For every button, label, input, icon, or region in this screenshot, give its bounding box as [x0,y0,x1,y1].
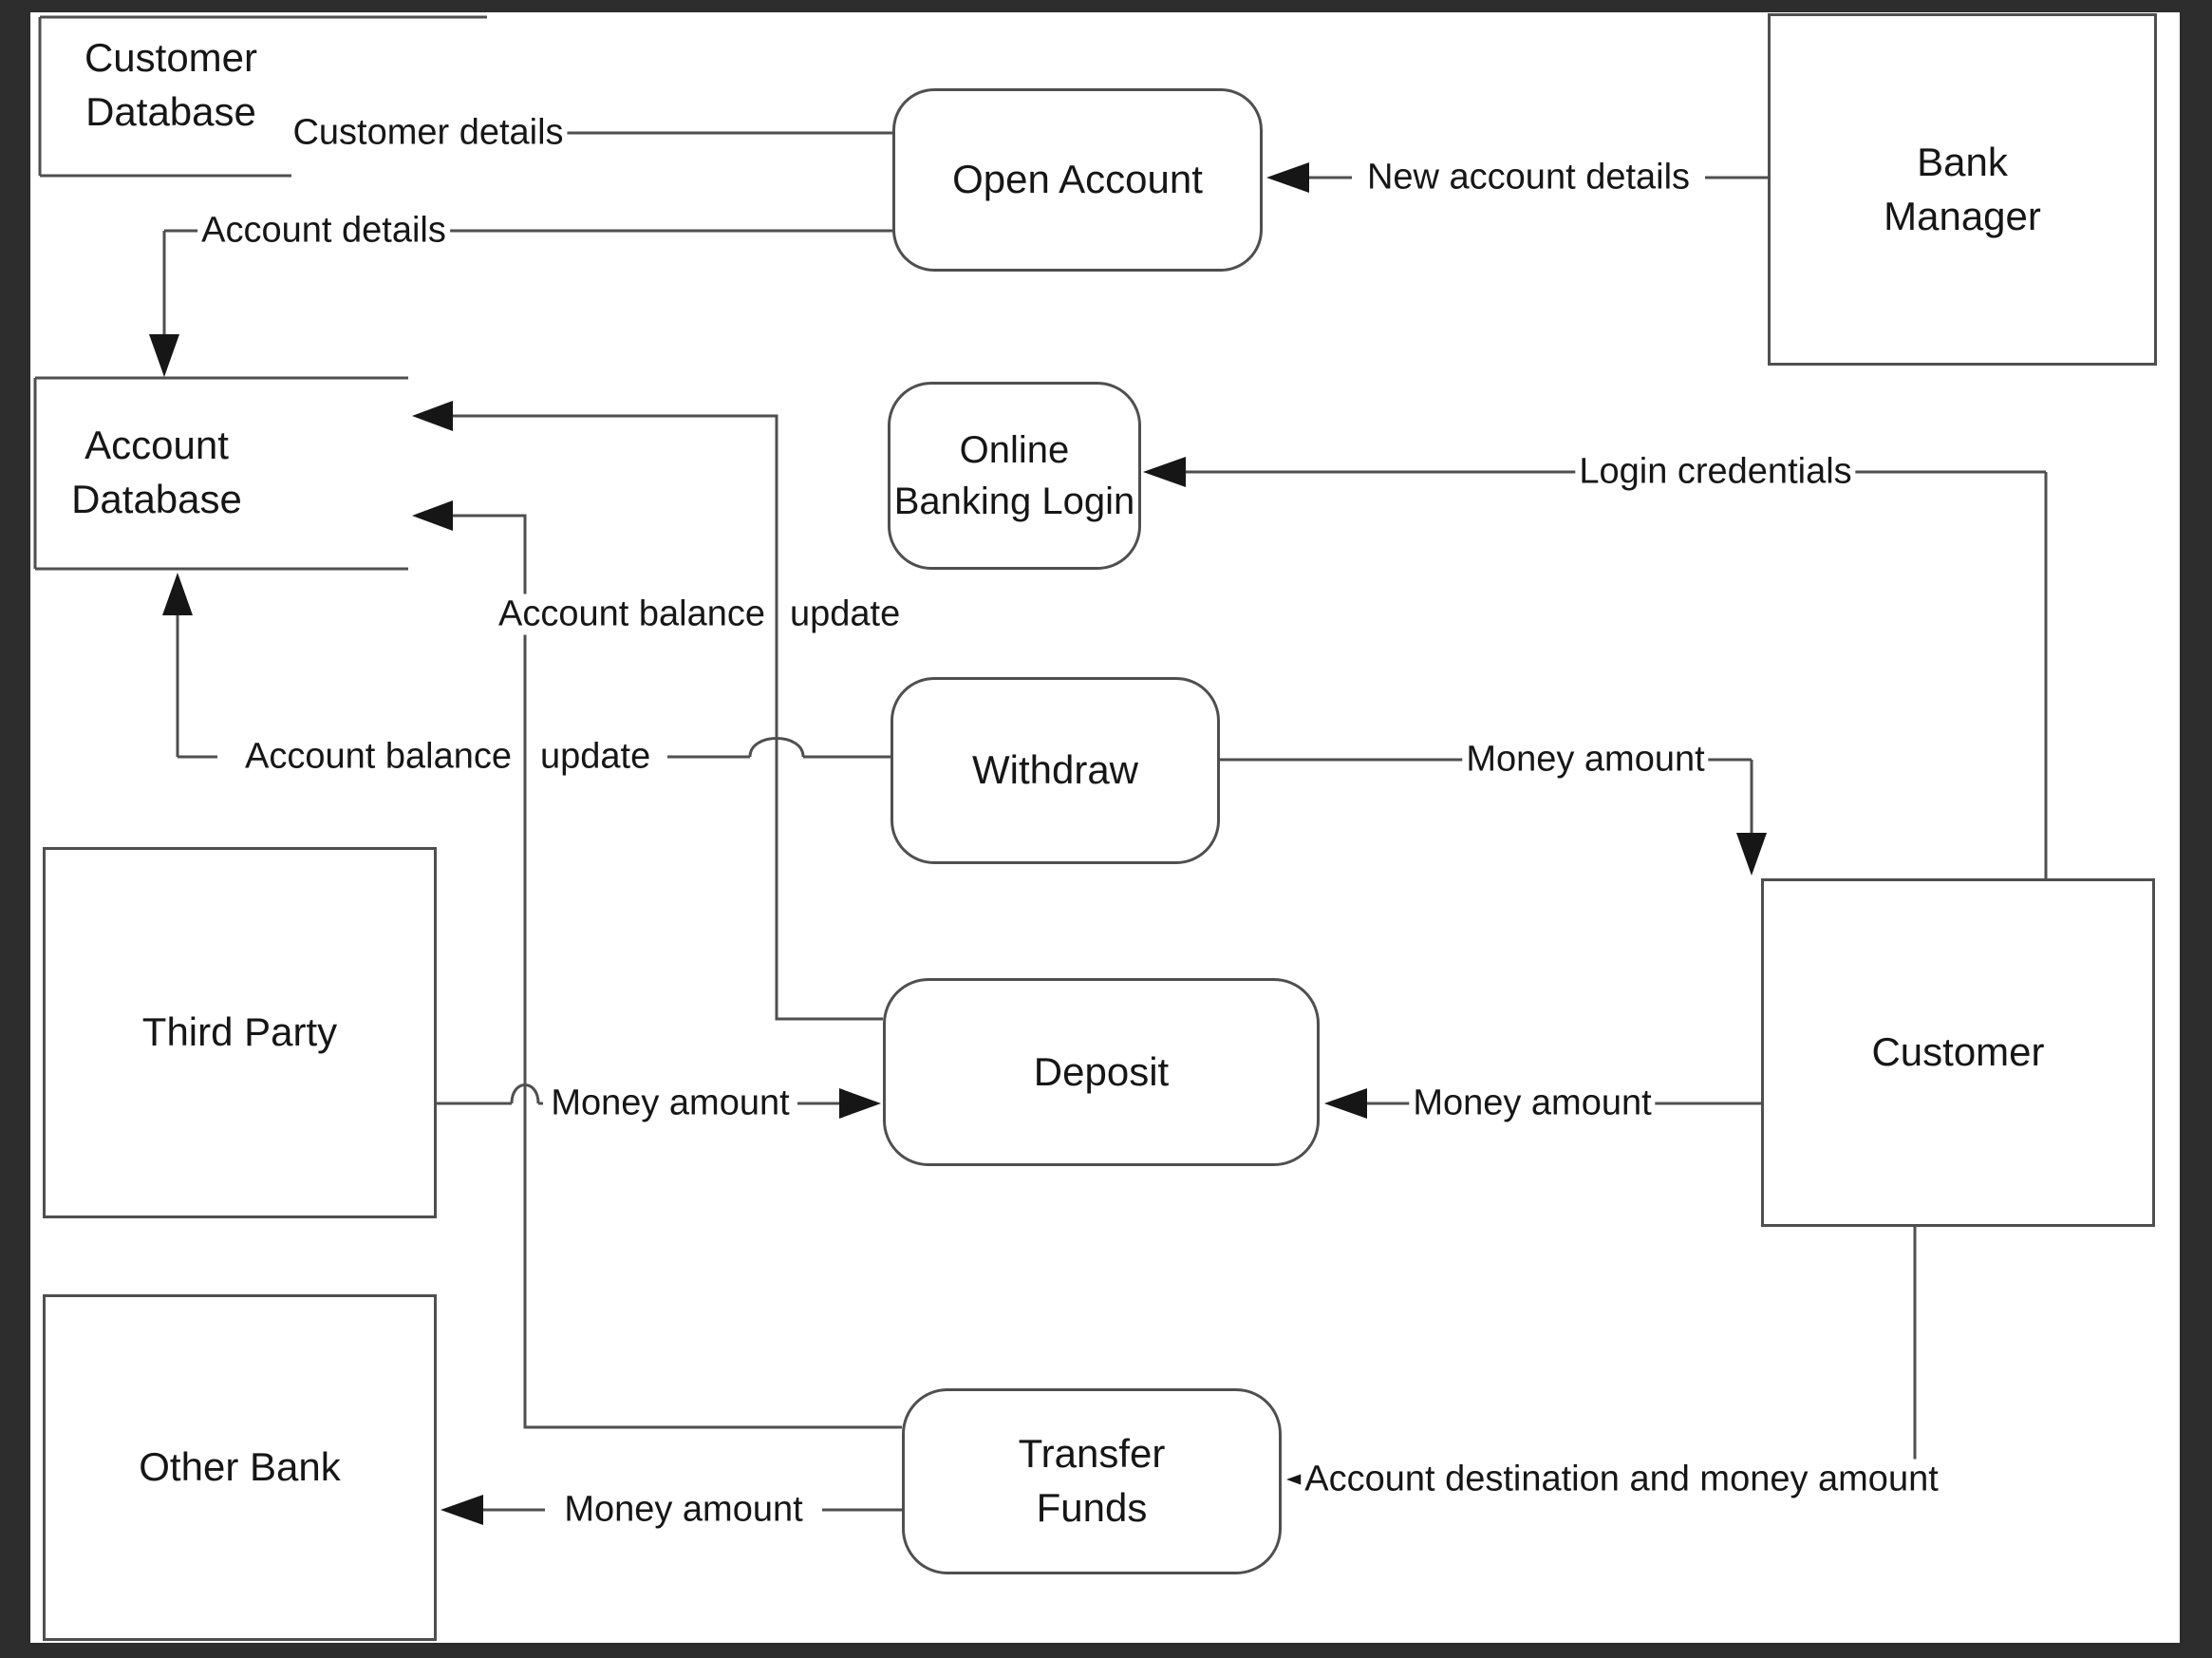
flow-label-balance-update-deposit-part1: Account balance [495,593,769,635]
node-third-party: Third Party [43,847,437,1218]
flow-label-account-destination: Account destination and money amount [1301,1459,1942,1500]
node-other-bank: Other Bank [43,1294,437,1641]
flow-label-balance-update-deposit-part2: update [786,593,905,635]
node-open-account: Open Account [892,88,1263,272]
flow-label-money-amount-otherbank: Money amount [560,1489,807,1531]
flow-label-new-account-details: New account details [1362,157,1695,198]
node-withdraw: Withdraw [890,677,1220,864]
node-deposit: Deposit [883,978,1320,1166]
node-customer-database: Customer Database [84,35,258,134]
node-online-banking-login: Online Banking Login [888,382,1141,570]
flow-label-money-amount-thirdparty-deposit: Money amount [547,1083,794,1124]
flow-label-money-amount-withdraw: Money amount [1462,739,1709,781]
flow-label-money-amount-customer-deposit: Money amount [1409,1083,1656,1124]
flow-label-balance-update-withdraw-part2: update [536,736,655,778]
node-account-database: Account Database [71,423,242,521]
flow-label-balance-update-withdraw-part1: Account balance [241,736,516,778]
node-transfer-funds: Transfer Funds [902,1388,1282,1574]
flow-label-login-credentials: Login credentials [1575,451,1856,493]
node-bank-manager: Bank Manager [1768,13,2157,366]
flow-label-customer-details: Customer details [289,112,568,154]
node-customer: Customer [1761,878,2155,1227]
flow-label-account-details: Account details [197,210,450,252]
